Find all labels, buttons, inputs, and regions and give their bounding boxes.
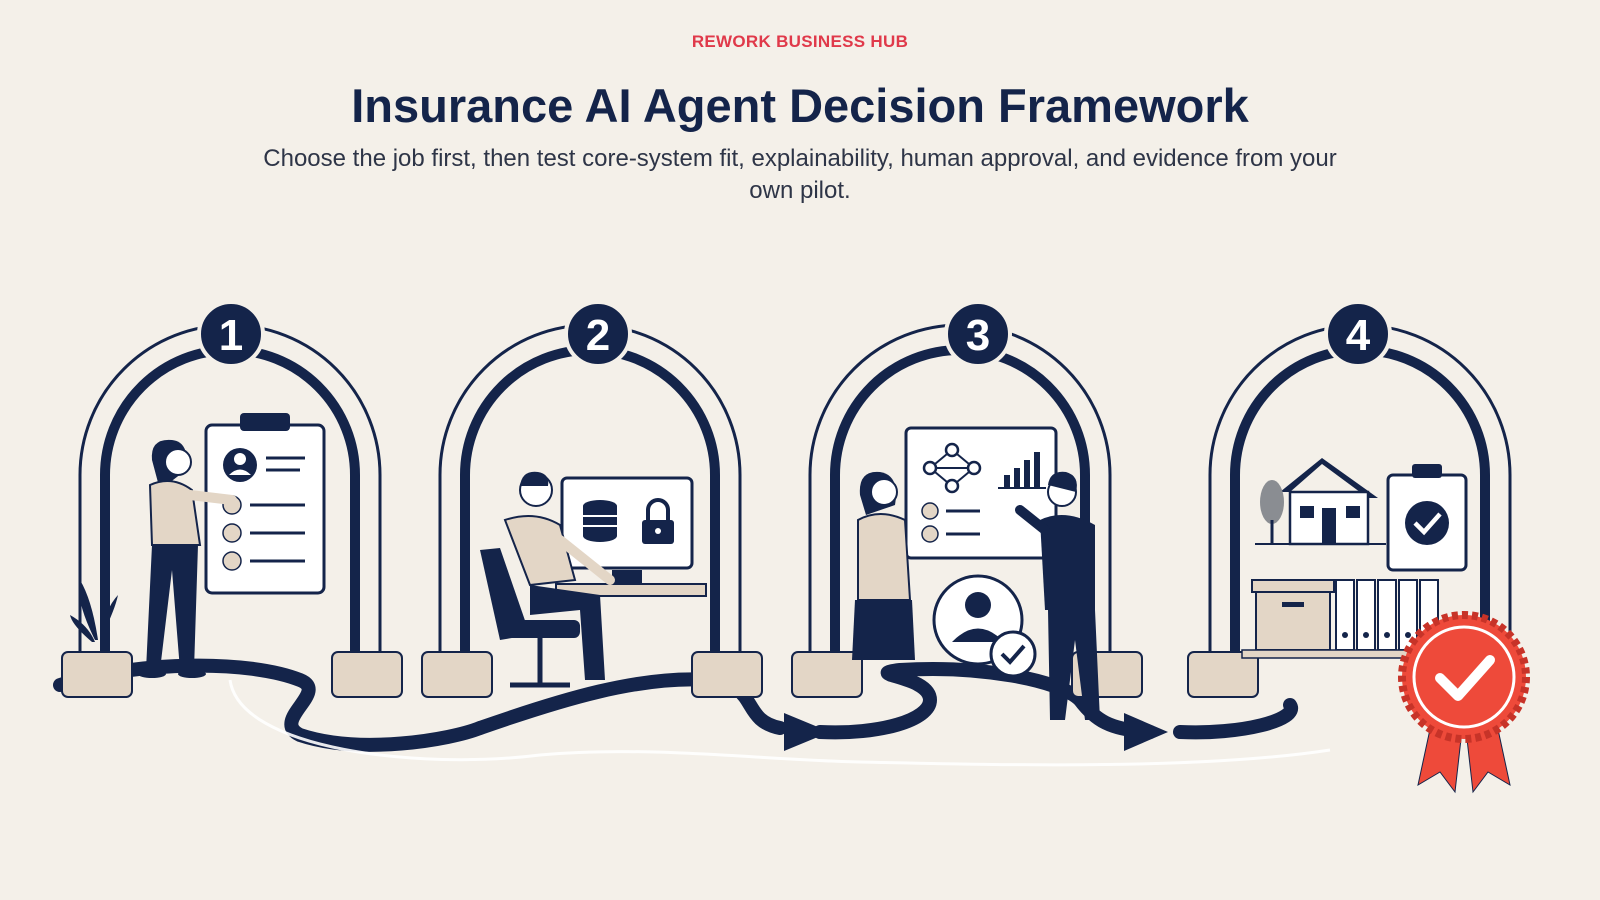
plant-icon [70, 580, 118, 642]
seated-man-figure [480, 471, 615, 688]
path-arrow-icon [784, 713, 830, 751]
archive-box-icon [1251, 579, 1335, 651]
database-icon [583, 500, 617, 542]
man-figure [1015, 471, 1100, 720]
step-badge-3: 3 [944, 300, 1012, 368]
bar-chart-icon [998, 452, 1046, 489]
woman-figure [852, 471, 915, 660]
step-badge-4: 4 [1324, 300, 1392, 368]
approved-clipboard-icon [1386, 464, 1468, 572]
step-panel-3 [791, 323, 1143, 720]
lock-icon [642, 498, 674, 544]
step-panel-2 [421, 323, 763, 698]
user-approval-icon [932, 574, 1037, 678]
step-badge-1: 1 [197, 300, 265, 368]
step-number: 2 [586, 311, 610, 360]
profile-clipboard-icon [204, 413, 326, 595]
step-panel-4 [1187, 323, 1530, 794]
path-arrow-icon [1124, 713, 1168, 751]
step-number: 4 [1346, 311, 1371, 360]
page-title: Insurance AI Agent Decision Framework [351, 79, 1249, 132]
step-panel-1 [61, 323, 403, 698]
brand-label: REWORK BUSINESS HUB [691, 32, 909, 51]
step-number: 1 [219, 311, 243, 360]
woman-figure [138, 439, 237, 678]
network-icon [922, 442, 982, 494]
house-icon [1255, 458, 1386, 546]
approval-seal-icon [1398, 611, 1530, 794]
computer-monitor-icon [555, 476, 707, 597]
page-subtitle: Choose the job first, then test core-sys… [263, 145, 1337, 204]
step-badge-2: 2 [564, 300, 632, 368]
journey-path [53, 658, 1331, 767]
step-number: 3 [966, 311, 990, 360]
framework-illustration: 1 2 3 4 [53, 300, 1530, 794]
